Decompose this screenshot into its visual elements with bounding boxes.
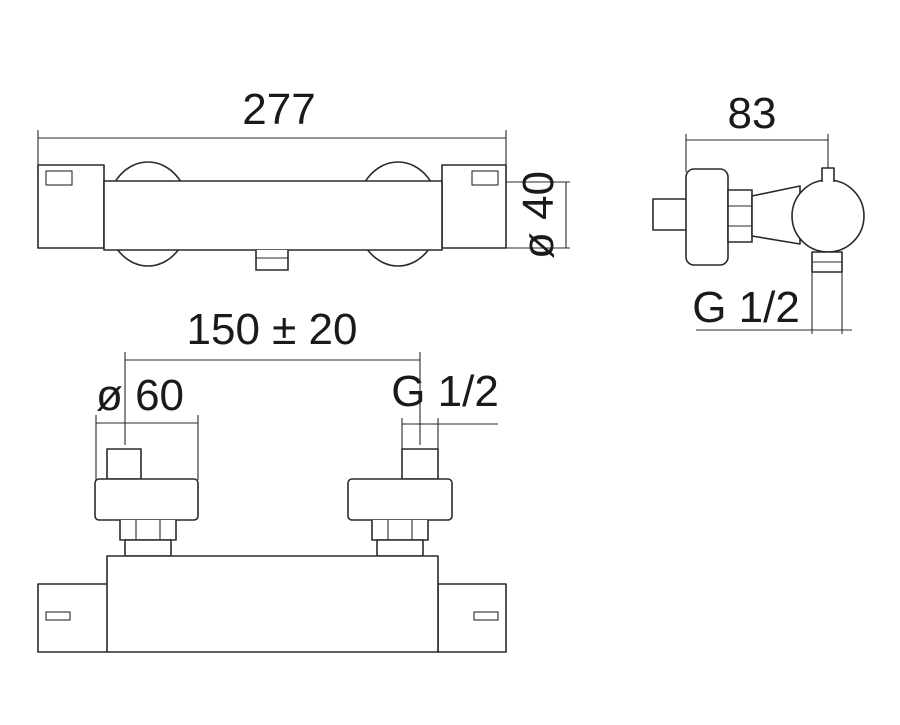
bottom-outlet <box>255 250 289 271</box>
side-outlet-thread-label: G 1/2 <box>692 283 800 332</box>
top-left-end-cap <box>37 583 109 653</box>
side-top-pin <box>821 167 835 182</box>
thermostatic-body <box>103 180 443 251</box>
left-cap-slot <box>45 170 73 186</box>
eccentric-diameter-label: ø 60 <box>96 371 184 420</box>
center-distance-label: 150 ± 20 <box>187 305 358 354</box>
left-end-cap <box>37 164 105 249</box>
right-end-cap <box>441 164 507 249</box>
left-nut <box>119 520 177 541</box>
left-eccentric <box>94 478 199 521</box>
right-union <box>376 539 424 557</box>
side-arm <box>751 185 801 245</box>
left-inlet-nipple <box>106 448 142 480</box>
left-union <box>124 539 172 557</box>
top-view: 150 ± 20 ø 60 G 1/2 <box>37 305 507 653</box>
right-inlet-nipple <box>401 448 439 480</box>
side-eccentric <box>685 168 729 266</box>
front-view: 277 ø 40 <box>37 85 570 271</box>
side-inlet-nipple <box>652 198 688 231</box>
side-nut <box>727 189 753 243</box>
side-body-circle <box>791 179 865 253</box>
inlet-thread-label: G 1/2 <box>391 367 499 416</box>
side-view: 83 G 1/2 <box>652 89 865 334</box>
right-nut <box>371 520 429 541</box>
right-cap-slot <box>471 170 499 186</box>
top-thermostatic-body <box>106 555 439 653</box>
overall-length-label: 277 <box>242 85 315 134</box>
body-diameter-label: ø 40 <box>514 171 563 259</box>
depth-label: 83 <box>728 89 777 138</box>
top-right-end-cap <box>437 583 507 653</box>
right-eccentric <box>347 478 453 521</box>
